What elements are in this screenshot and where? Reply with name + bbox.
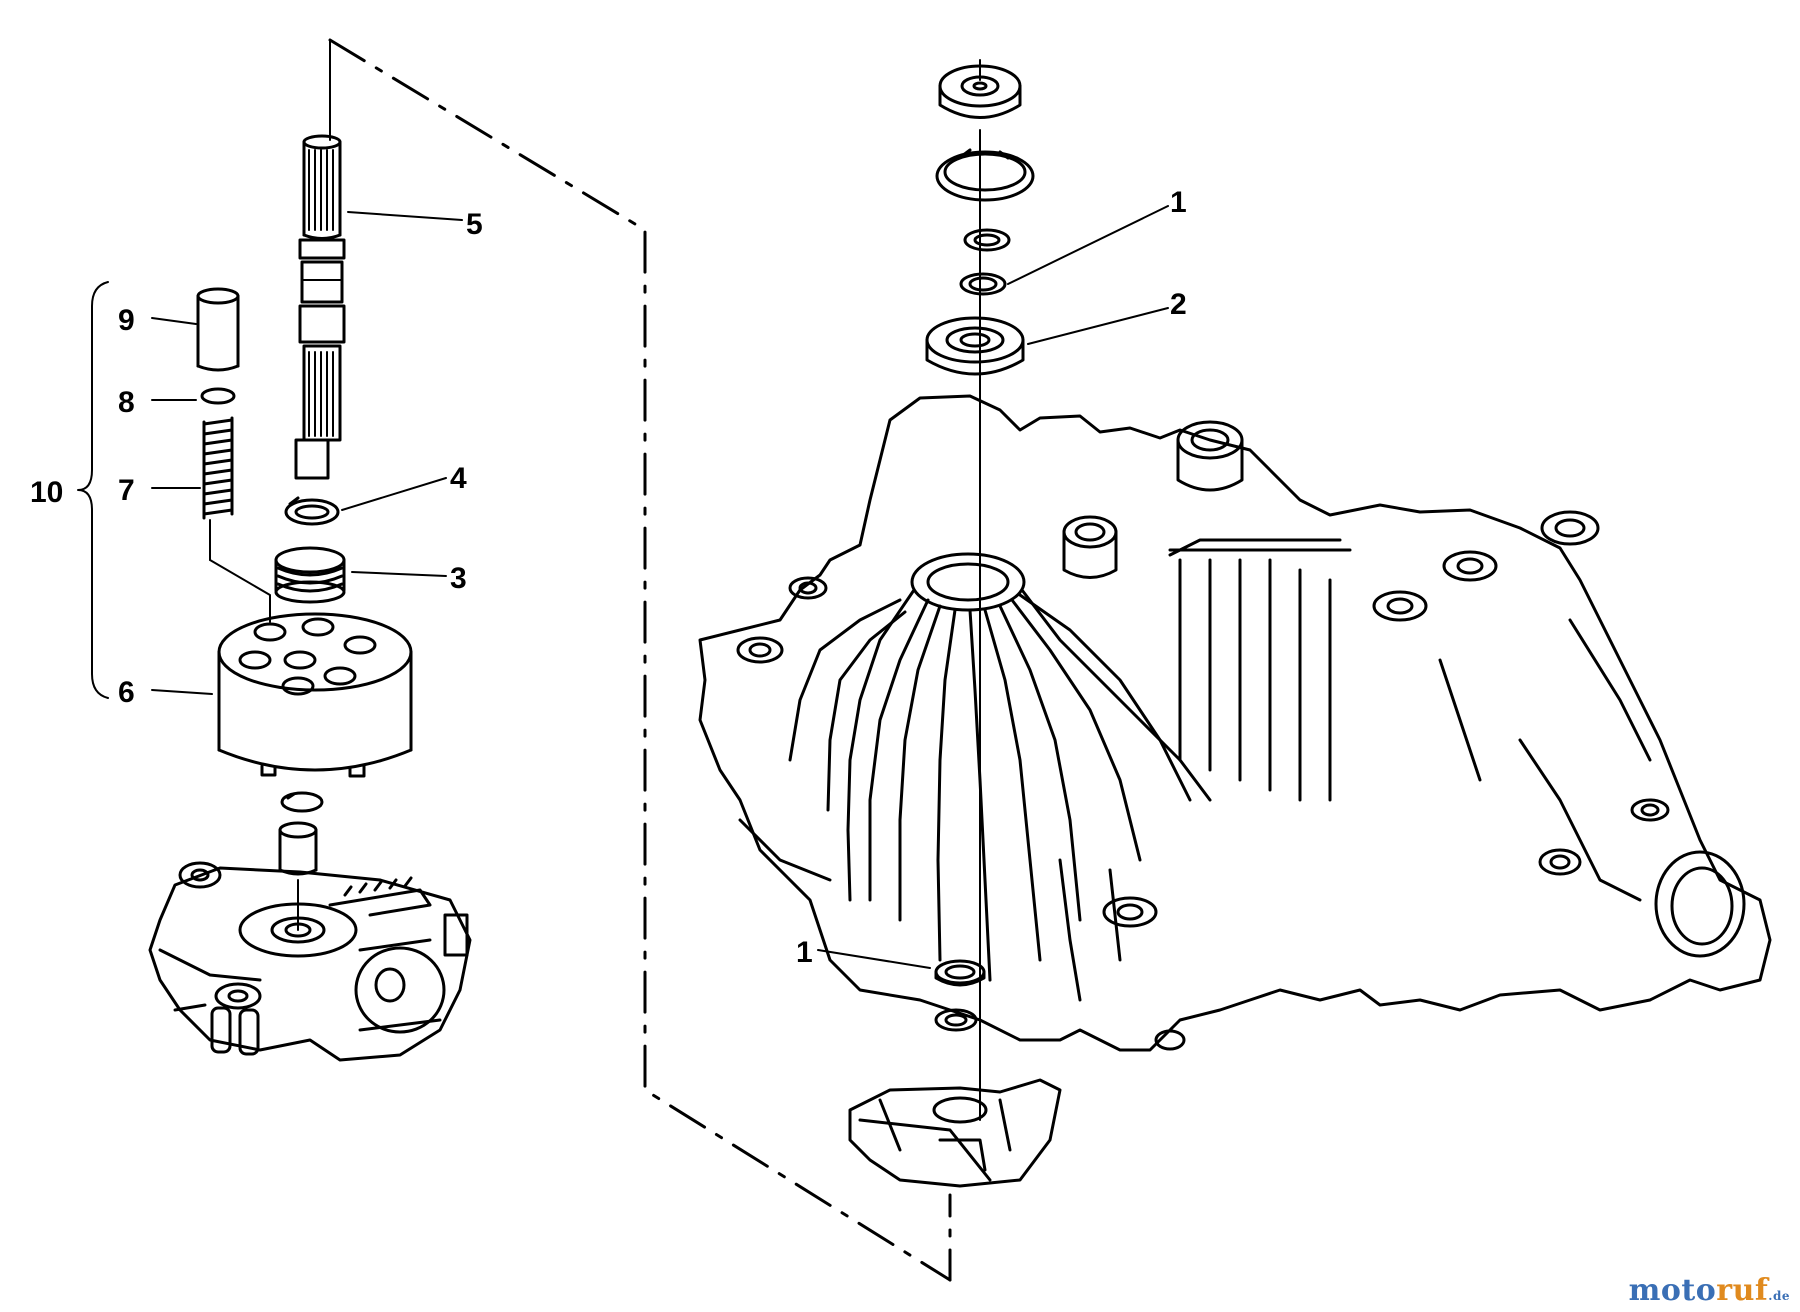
watermark-part-3: .de xyxy=(1768,1289,1790,1303)
leader-lines-right xyxy=(817,205,1169,969)
snap-ring-lower xyxy=(934,1008,978,1032)
piston-part-9 xyxy=(196,287,240,372)
callout-10: 10 xyxy=(30,476,63,509)
callout-3: 3 xyxy=(450,562,467,595)
callout-5: 5 xyxy=(466,208,483,241)
snap-ring-large xyxy=(935,148,1035,202)
pump-housing xyxy=(148,861,472,1062)
retaining-ring-part-4 xyxy=(284,496,340,526)
callout-4: 4 xyxy=(450,462,467,495)
callout-6: 6 xyxy=(118,676,135,709)
transaxle-housing xyxy=(698,394,1772,1052)
callout-labels: 1 2 3 4 5 6 7 8 9 10 1 xyxy=(30,186,1187,969)
seal-part-1-lower xyxy=(934,959,986,987)
callout-8: 8 xyxy=(118,386,135,419)
assembly-guide-line xyxy=(328,38,952,1282)
callout-1-upper: 1 xyxy=(1170,186,1187,219)
snap-ring-part-8 xyxy=(200,387,236,405)
small-ring-upper xyxy=(963,228,1011,252)
watermark-part-2: ruf xyxy=(1716,1273,1769,1308)
seal-part-1-upper xyxy=(959,272,1007,296)
bracket-10 xyxy=(77,281,109,699)
bushing-small xyxy=(278,821,318,876)
watermark-part-1: moto xyxy=(1628,1273,1717,1308)
callout-9: 9 xyxy=(118,304,135,337)
lower-block xyxy=(848,1078,1062,1188)
bearing-ring-small xyxy=(280,791,324,813)
watermark-logo: motoruf.de xyxy=(1629,1273,1790,1308)
bearing-part-2 xyxy=(925,316,1025,376)
callout-7: 7 xyxy=(118,474,135,507)
leader-block xyxy=(209,559,271,623)
spring-part-7 xyxy=(202,416,234,520)
callout-1-lower: 1 xyxy=(796,936,813,969)
cylinder-block-part-6 xyxy=(217,612,413,778)
cap-top xyxy=(938,59,1022,119)
spring-part-3 xyxy=(274,546,346,604)
shaft-part-5 xyxy=(294,39,346,480)
callout-2: 2 xyxy=(1170,288,1187,321)
leader-lines-left xyxy=(151,211,463,695)
